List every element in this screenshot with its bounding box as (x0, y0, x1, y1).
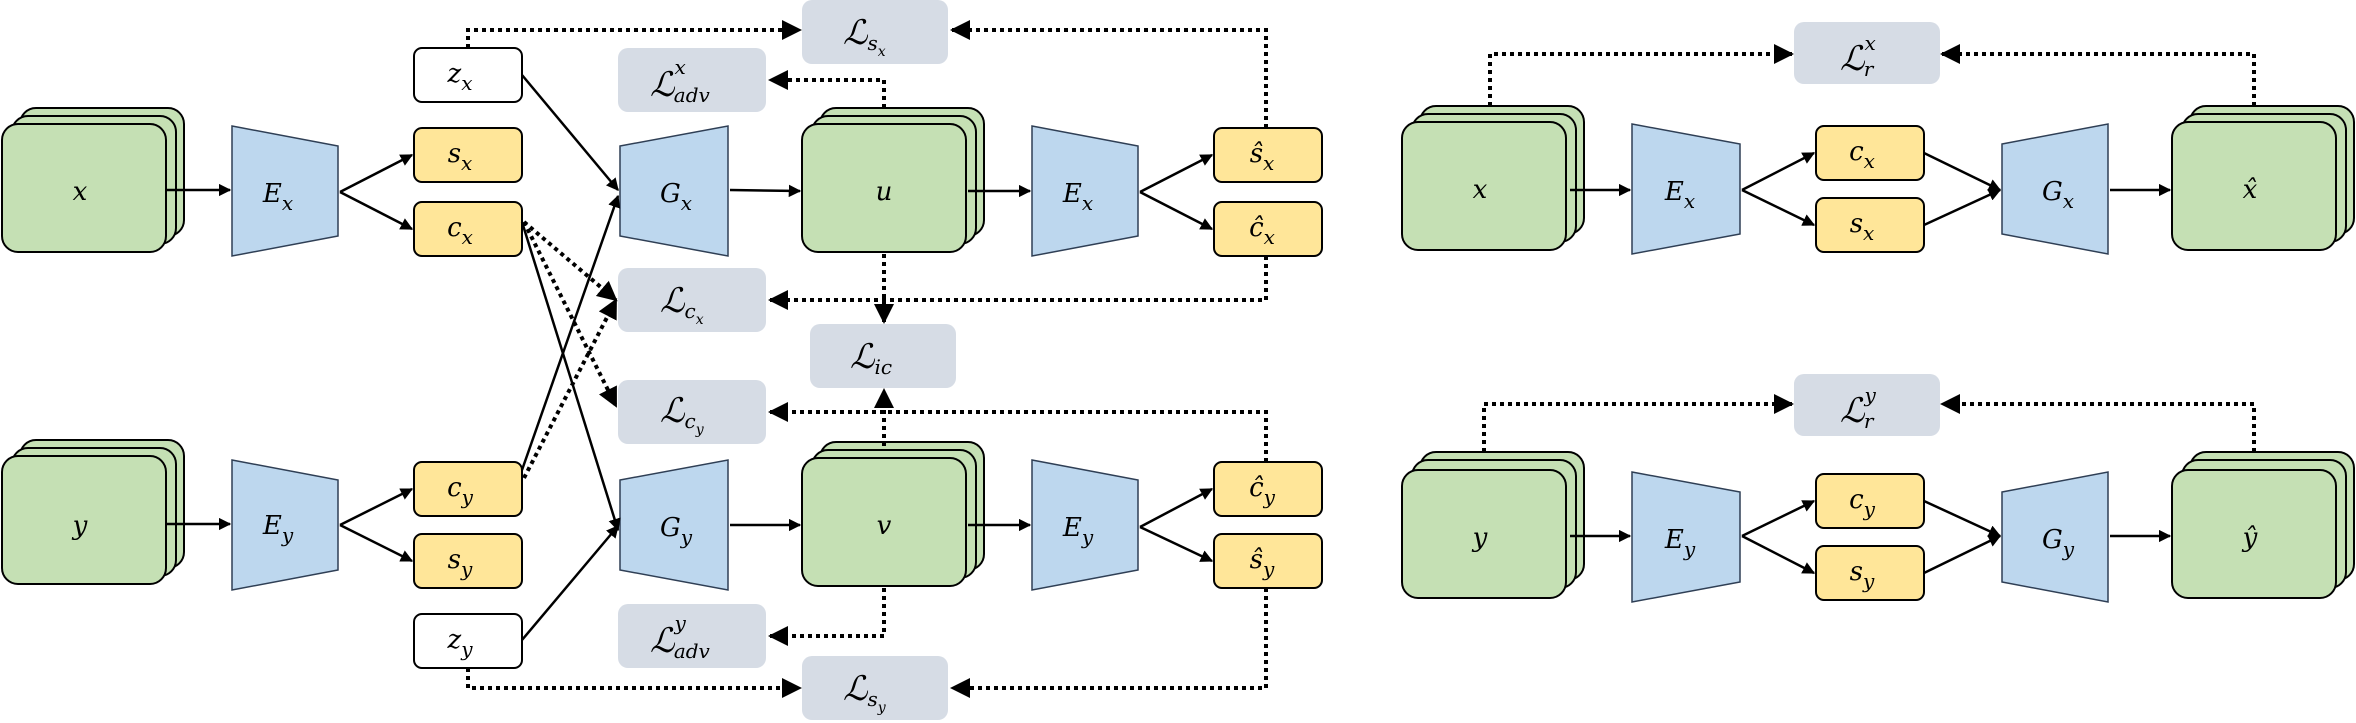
svg-text:ŷ: ŷ (2242, 523, 2258, 553)
svg-text:cx: cx (1849, 137, 1875, 173)
svg-text:v: v (877, 511, 892, 541)
svg-text:ĉx: ĉx (1249, 213, 1275, 249)
svg-text:ℒsx: ℒsx (843, 13, 886, 60)
svg-text:ℒxr: ℒxr (1840, 31, 1876, 81)
svg-text:ℒyr: ℒyr (1840, 383, 1877, 433)
svg-text:Ey: Ey (1664, 525, 1696, 561)
noise-zy: zy (413, 613, 523, 669)
code-sx-hat: ŝx (1213, 127, 1323, 183)
svg-text:Gy: Gy (660, 513, 693, 549)
generator-gx-left: Gx (619, 125, 729, 257)
svg-text:zx: zx (447, 59, 473, 95)
code-cy-right: cy (1815, 473, 1925, 529)
encoder-ex-right: Ex (1631, 123, 1741, 255)
svg-text:sx: sx (448, 139, 473, 175)
code-sy-right: sy (1815, 545, 1925, 601)
code-cy: cy (413, 461, 523, 517)
svg-text:Gx: Gx (2042, 177, 2074, 213)
svg-text:u: u (876, 177, 893, 207)
code-cx-right: cx (1815, 125, 1925, 181)
svg-text:x̂: x̂ (2243, 175, 2258, 205)
image-y-stack-right: y (1401, 451, 1585, 599)
svg-text:ŝy: ŝy (1250, 545, 1275, 581)
code-sx: sx (413, 127, 523, 183)
dotted-connections-left (466, 20, 1268, 698)
loss-ic: ℒic (810, 324, 956, 388)
svg-text:sx: sx (1850, 209, 1875, 245)
svg-text:Ex: Ex (1664, 177, 1695, 213)
svg-text:ℒcx: ℒcx (660, 281, 704, 328)
solid-connections-left (166, 74, 1214, 641)
code-sx-right: sx (1815, 197, 1925, 253)
loss-s-y: ℒsy (802, 656, 948, 720)
svg-text:sy: sy (448, 545, 473, 581)
image-y-label: y (72, 511, 88, 541)
svg-text:cx: cx (447, 213, 473, 249)
svg-text:cy: cy (1849, 485, 1876, 521)
svg-text:cy: cy (447, 473, 474, 509)
image-x-stack-right: x (1401, 105, 1585, 251)
svg-text:ĉy: ĉy (1249, 473, 1276, 509)
svg-text:sy: sy (1850, 557, 1875, 593)
loss-c-x: ℒcx (618, 268, 766, 332)
code-cx: cx (413, 201, 523, 257)
image-u-stack: u (801, 107, 985, 253)
svg-text:ℒcy: ℒcy (660, 391, 705, 438)
svg-text:Ey: Ey (1062, 513, 1094, 549)
encoder-ey-left: Ey (231, 459, 339, 591)
generator-gy-right: Gy (2001, 471, 2109, 603)
loss-c-y: ℒcy (618, 380, 766, 444)
generator-gx-right: Gx (2001, 123, 2109, 255)
code-cx-hat: ĉx (1213, 201, 1323, 257)
image-v-stack: v (801, 441, 985, 587)
image-x-hat-stack: x̂ (2171, 105, 2355, 251)
svg-text:ŝx: ŝx (1250, 139, 1275, 175)
encoder-ey-second: Ey (1031, 459, 1139, 591)
svg-text:Ex: Ex (262, 179, 293, 215)
svg-text:y: y (1472, 523, 1488, 553)
svg-text:ℒsy: ℒsy (843, 669, 887, 716)
image-y-stack: y (1, 439, 185, 585)
code-sy: sy (413, 533, 523, 589)
svg-text:Gy: Gy (2042, 525, 2075, 561)
dotted-connections-right (1482, 44, 2256, 452)
code-sy-hat: ŝy (1213, 533, 1323, 589)
svg-text:Gx: Gx (660, 179, 692, 215)
svg-text:Ex: Ex (1062, 179, 1093, 215)
loss-s-x: ℒsx (802, 0, 948, 64)
svg-text:Ey: Ey (262, 511, 294, 547)
image-x-label: x (73, 177, 88, 207)
solid-connections-right (1570, 151, 2172, 575)
encoder-ey-right: Ey (1631, 471, 1741, 603)
code-cy-hat: ĉy (1213, 461, 1323, 517)
image-y-hat-stack: ŷ (2171, 451, 2355, 599)
encoder-ex-left: Ex (231, 125, 339, 257)
svg-text:x: x (1473, 175, 1488, 205)
encoder-ex-second: Ex (1031, 125, 1139, 257)
generator-gy-left: Gy (619, 459, 729, 591)
image-x-stack: x (1, 107, 185, 253)
svg-text:ℒic: ℒic (850, 337, 892, 379)
noise-zx: zx (413, 47, 523, 103)
svg-text:zy: zy (446, 625, 473, 661)
